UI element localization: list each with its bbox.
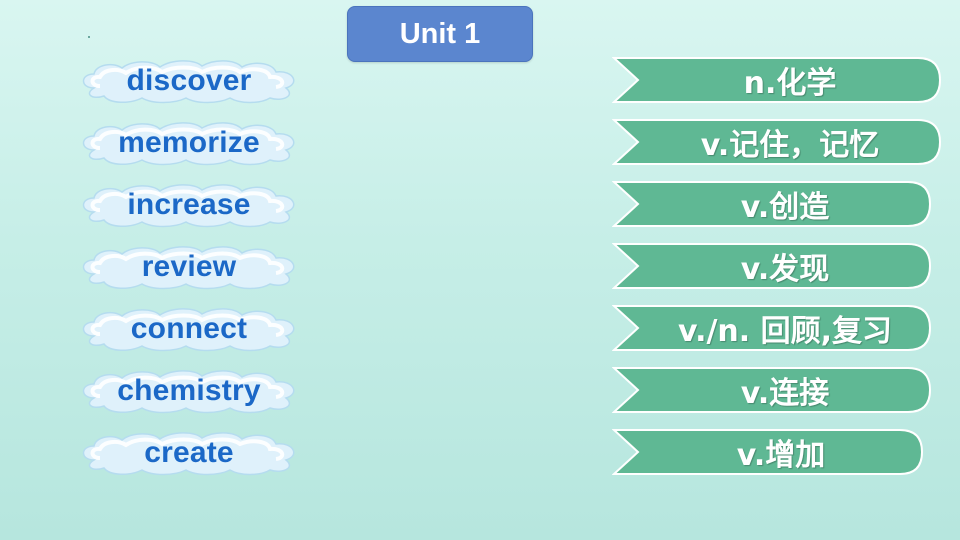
arrow-banner-icon	[612, 305, 932, 351]
meaning-arrow-1[interactable]: n.化学	[612, 57, 942, 103]
word-cloud-review[interactable]: review	[76, 244, 302, 290]
word-text: memorize	[118, 126, 260, 159]
arrow-banner-icon	[612, 181, 932, 227]
meaning-text: v.增加	[736, 438, 826, 473]
meaning-text: v.记住，记忆	[700, 128, 880, 163]
arrow-banner-icon	[612, 119, 942, 165]
word-cloud-connect[interactable]: connect	[76, 306, 302, 352]
meaning-arrow-4[interactable]: v.发现	[612, 243, 932, 289]
cloud-shape-icon	[82, 432, 295, 476]
meaning-arrow-5[interactable]: v./n. 回顾,复习	[612, 305, 932, 351]
cloud-shape-icon	[82, 122, 295, 166]
cloud-shape-icon	[82, 246, 295, 290]
word-cloud-create[interactable]: create	[76, 430, 302, 476]
meaning-arrow-3[interactable]: v.创造	[612, 181, 932, 227]
meaning-arrow-7[interactable]: v.增加	[612, 429, 924, 475]
word-cloud-memorize[interactable]: memorize	[76, 120, 302, 166]
cloud-shape-icon	[82, 184, 295, 228]
meaning-text: n.化学	[743, 66, 837, 101]
arrow-banner-icon	[612, 367, 932, 413]
word-text: discover	[126, 64, 252, 97]
unit-title: Unit 1	[347, 6, 533, 62]
word-text: chemistry	[117, 374, 261, 407]
word-cloud-increase[interactable]: increase	[76, 182, 302, 228]
cloud-shape-icon	[82, 370, 295, 414]
meaning-text: v./n. 回顾,复习	[677, 314, 893, 349]
word-text: create	[144, 436, 234, 469]
word-text: increase	[127, 188, 251, 221]
meaning-arrow-6[interactable]: v.连接	[612, 367, 932, 413]
meaning-arrow-2[interactable]: v.记住，记忆	[612, 119, 942, 165]
word-cloud-chemistry[interactable]: chemistry	[76, 368, 302, 414]
arrow-banner-icon	[612, 243, 932, 289]
meaning-text: v.连接	[740, 376, 830, 411]
arrow-banner-icon	[612, 429, 924, 475]
meaning-text: v.创造	[740, 190, 830, 225]
meaning-text: v.发现	[740, 252, 830, 287]
word-text: connect	[130, 312, 248, 345]
cloud-shape-icon	[82, 308, 295, 352]
word-text: review	[141, 250, 237, 283]
decorative-dot	[88, 36, 90, 38]
word-cloud-discover[interactable]: discover	[76, 58, 302, 104]
cloud-shape-icon	[82, 60, 295, 104]
arrow-banner-icon	[612, 57, 942, 103]
